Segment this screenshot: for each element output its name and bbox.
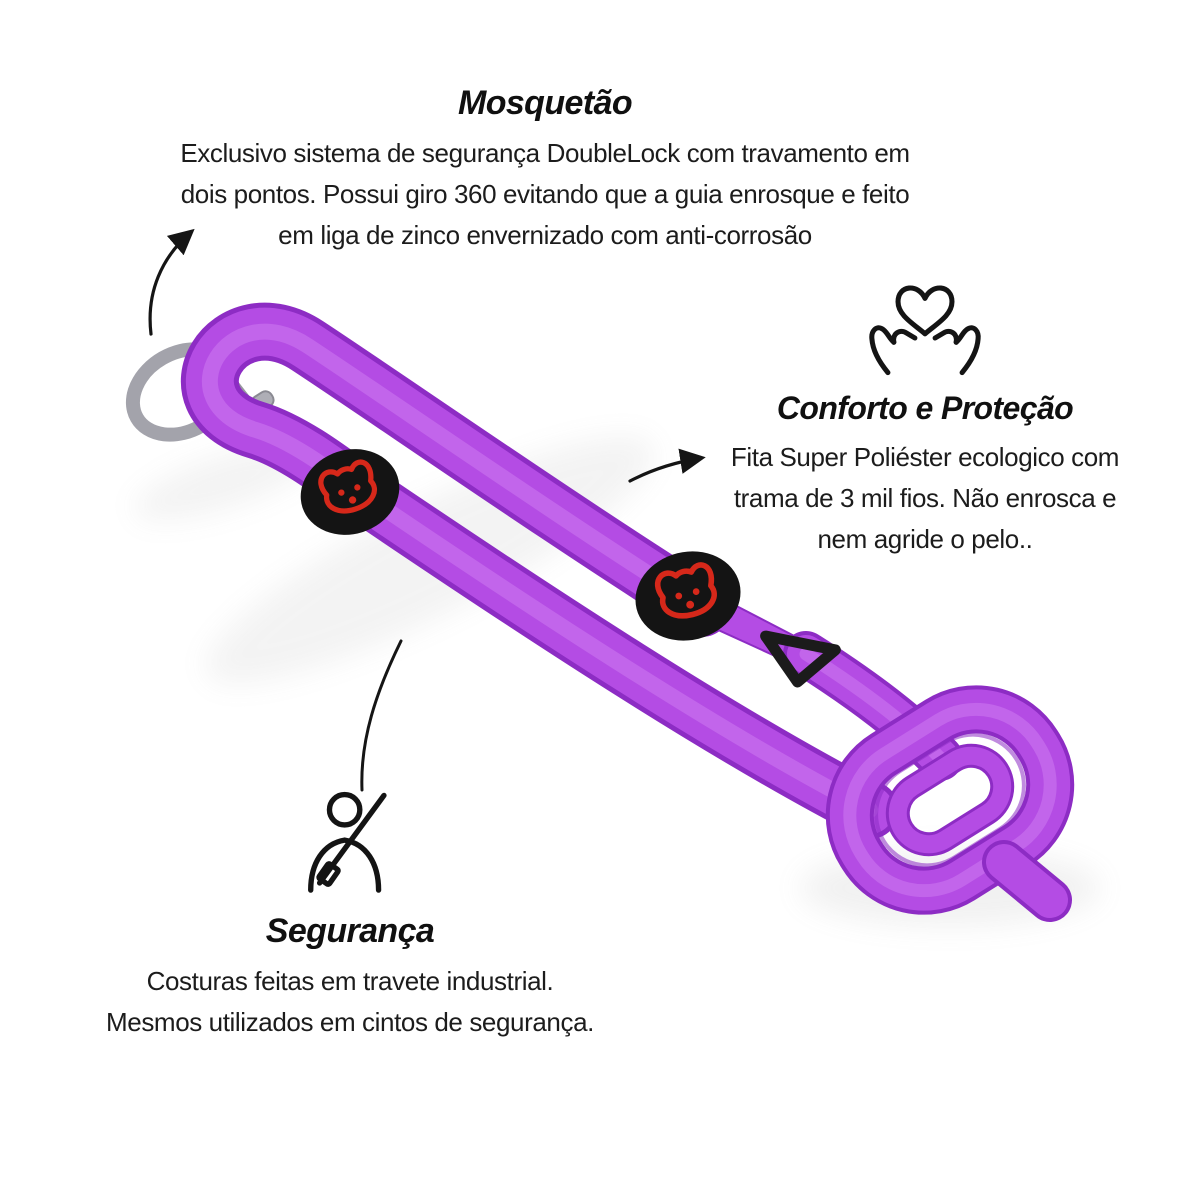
- left-hand-fingers: [891, 328, 918, 345]
- right-hand: [953, 325, 981, 376]
- brand-patch-left: [300, 449, 400, 535]
- heart-shape: [895, 285, 955, 337]
- strap-sheen: [201, 323, 878, 818]
- triangle-ring: [760, 630, 841, 688]
- mosquetao-title: Mosquetão: [457, 84, 633, 122]
- callout-conforto: Conforto e Proteção Fita Super Poliéster…: [700, 266, 1150, 560]
- conforto-description: Fita Super Poliéster ecologico com trama…: [730, 441, 1120, 554]
- belt-strap: [316, 792, 387, 886]
- hands-holding-heart-icon: [869, 285, 981, 376]
- dog-logo: [318, 459, 377, 514]
- line-to-seguranca: [360, 639, 403, 792]
- conforto-title: Conforto e Proteção: [776, 390, 1074, 426]
- brand-patch-right: [635, 551, 741, 641]
- callout-mosquetao: Mosquetão Exclusivo sistema de segurança…: [125, 84, 965, 256]
- belt-buckle: [316, 861, 341, 887]
- person-torso: [308, 837, 382, 893]
- leash-strap: [180, 302, 899, 839]
- seguranca-description: Costuras feitas em travete industrial. M…: [106, 966, 594, 1038]
- left-hand: [869, 325, 897, 376]
- arrow-to-conforto: [628, 448, 706, 483]
- seguranca-title: Segurança: [265, 912, 435, 950]
- right-hand-fingers: [932, 328, 959, 345]
- callout-seguranca: Segurança Costuras feitas em travete ind…: [80, 782, 620, 1043]
- dog-logo: [654, 562, 717, 619]
- strap-tail-end-top: [986, 844, 1068, 918]
- arrow-to-mosquetao: [148, 228, 195, 336]
- person-head: [326, 791, 363, 828]
- mosquetao-description: Exclusivo sistema de segurança DoubleLoc…: [180, 138, 910, 251]
- callout-arrows: [148, 228, 706, 792]
- seatbelt-icon: [308, 791, 387, 893]
